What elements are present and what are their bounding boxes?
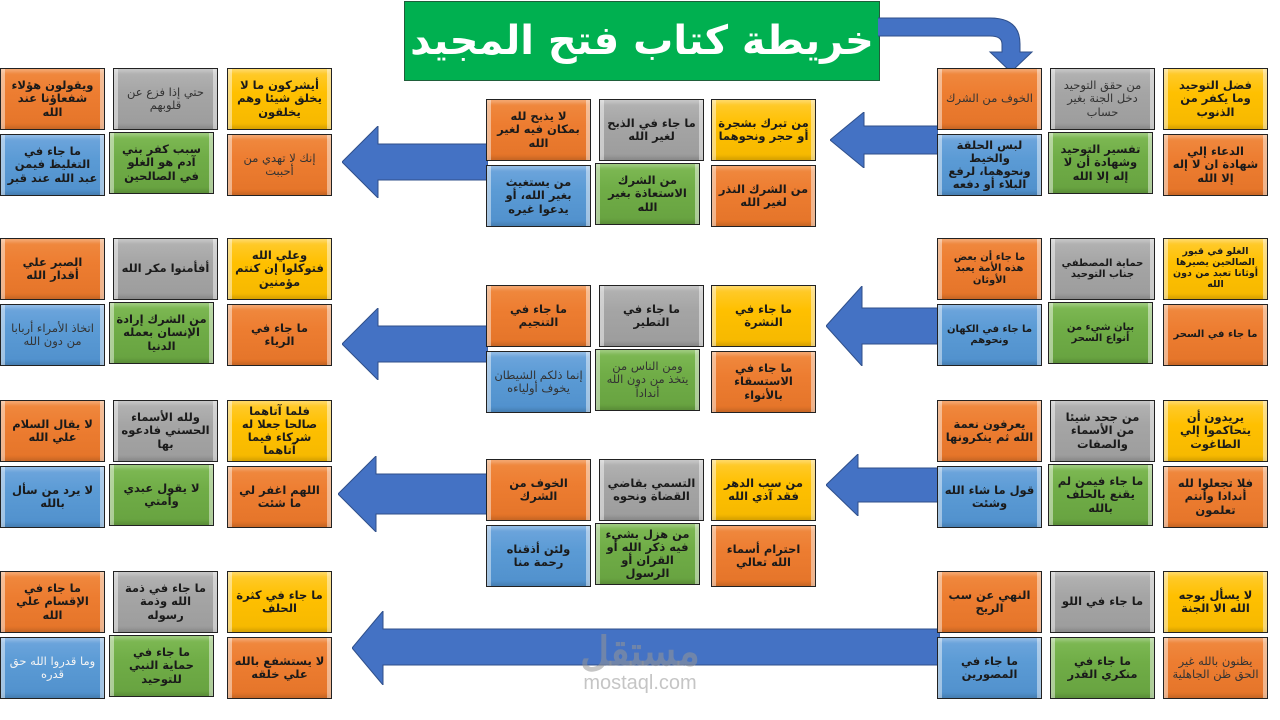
topic-box: إنك لا تهدي من أحببت bbox=[227, 134, 332, 196]
topic-box: من جحد شيئا من الأسماء والصفات bbox=[1050, 400, 1155, 462]
topic-box: لا يقال السلام علي الله bbox=[0, 400, 105, 462]
topic-box: فلا تجعلوا لله أندادا وأنتم تعلمون bbox=[1163, 466, 1268, 528]
topic-box: إنما ذلكم الشيطان يخوف أولياءه bbox=[486, 351, 591, 413]
topic-box: ما جاء في النشرة bbox=[711, 285, 816, 347]
topic-box: حتي إذا فزع عن قلوبهم bbox=[113, 68, 218, 130]
topic-box: لا يقول عبدي وأمتي bbox=[109, 464, 214, 526]
topic-box: ولله الأسماء الحسني فادعوه بها bbox=[113, 400, 218, 462]
topic-box: ما جاء في الاستسقاء بالأنواء bbox=[711, 351, 816, 413]
topic-box: قول ما شاء الله وشئت bbox=[937, 466, 1042, 528]
topic-box: الدعاء إلي شهادة ان لا إله إلا الله bbox=[1163, 134, 1268, 196]
topic-box: فلما آتاهما صالحا جعلا له شركاء فيما آتا… bbox=[227, 400, 332, 462]
curved-arrow-down-icon bbox=[878, 17, 1034, 73]
topic-box: ولئن أذقناه رحمة منا bbox=[486, 525, 591, 587]
topic-box: ما جاء في السحر bbox=[1163, 304, 1268, 366]
topic-box: ما جاء في الإقسام علي الله bbox=[0, 571, 105, 633]
topic-box: ما جاء في منكري القدر bbox=[1050, 637, 1155, 699]
topic-box: الغلو في قبور الصالحين يصيرها أوثانا تعب… bbox=[1163, 238, 1268, 300]
topic-box: ما جاء في المصورين bbox=[937, 637, 1042, 699]
topic-box: من الشرك إرادة الإنسان بعمله الدنيا bbox=[109, 302, 214, 364]
topic-box: وعلي الله فتوكلوا إن كنتم مؤمنين bbox=[227, 238, 332, 300]
topic-box: ويقولون هؤلاء شفعاؤنا عند الله bbox=[0, 68, 105, 130]
watermark-latin: mostaql.com bbox=[583, 672, 697, 694]
topic-box: ما جاء في التغليظ فيمن عبد الله عند قبر bbox=[0, 134, 105, 196]
topic-box: سبب كفر بني آدم هو الغلو في الصالحين bbox=[109, 132, 214, 194]
topic-box: الصبر علي أقدار الله bbox=[0, 238, 105, 300]
topic-box: التسمي بقاضي القضاة ونحوه bbox=[599, 459, 704, 521]
topic-box: ما جاء في الرياء bbox=[227, 304, 332, 366]
watermark: مستقل mostaql.com bbox=[555, 632, 725, 694]
topic-box: يظنون بالله غير الحق ظن الجاهلية bbox=[1163, 637, 1268, 699]
topic-box: يريدون أن يتحاكموا إلي الطاغوت bbox=[1163, 400, 1268, 462]
topic-box: ما جاء في كثرة الحلف bbox=[227, 571, 332, 633]
arrow-left-icon bbox=[826, 286, 938, 366]
topic-box: أفأمنوا مكر الله bbox=[113, 238, 218, 300]
arrow-left-icon bbox=[826, 454, 938, 516]
topic-box: ما جاء في التطير bbox=[599, 285, 704, 347]
topic-box: من سب الدهر فقد آذي الله bbox=[711, 459, 816, 521]
topic-box: من يستغيث بغير الله، أو يدعوا غيره bbox=[486, 165, 591, 227]
topic-box: من تبرك بشجرة أو حجر ونحوهما bbox=[711, 99, 816, 161]
topic-box: ما جاء في الكهان ونحوهم bbox=[937, 304, 1042, 366]
arrow-left-icon bbox=[830, 112, 938, 168]
topic-box: ما جاء في حماية النبي للتوحيد bbox=[109, 635, 214, 697]
arrow-left-icon bbox=[342, 308, 488, 380]
topic-box: لا يرد من سأل بالله bbox=[0, 466, 105, 528]
topic-box: من الشرك النذر لغير الله bbox=[711, 165, 816, 227]
watermark-arabic: مستقل bbox=[580, 630, 700, 674]
arrow-left-icon bbox=[338, 456, 488, 532]
topic-box: تفسير التوحيد وشهادة أن لا إله إلا الله bbox=[1048, 132, 1153, 194]
topic-box: يعرفون نعمة الله ثم ينكرونها bbox=[937, 400, 1042, 462]
long-arrow-left-icon bbox=[352, 611, 940, 685]
topic-box: ما جاء في اللو bbox=[1050, 571, 1155, 633]
topic-box: من الشرك الاستعاذة بغير الله bbox=[595, 163, 700, 225]
topic-box: الخوف من الشرك bbox=[486, 459, 591, 521]
topic-box: ومن الناس من يتخذ من دون الله أنداداً bbox=[595, 349, 700, 411]
topic-box: أيشركون ما لا يخلق شيئا وهم يخلقون bbox=[227, 68, 332, 130]
topic-box: الخوف من الشرك bbox=[937, 68, 1042, 130]
topic-box: حماية المصطفي جناب التوحيد bbox=[1050, 238, 1155, 300]
topic-box: لا يسأل بوجه الله الا الجنة bbox=[1163, 571, 1268, 633]
topic-box: ما جاء فيمن لم يقنع بالحلف بالله bbox=[1048, 464, 1153, 526]
topic-box: ما جاء في ذمة الله وذمة رسوله bbox=[113, 571, 218, 633]
topic-box: من حقق التوحيد دخل الجنة بغير حساب bbox=[1050, 68, 1155, 130]
topic-box: فضل التوحيد وما يكفر من الذنوب bbox=[1163, 68, 1268, 130]
topic-box: احترام أسماء الله تعالي bbox=[711, 525, 816, 587]
topic-box: اتخاذ الأمراء أربابا من دون الله bbox=[0, 304, 105, 366]
topic-box: وما قدروا الله حق قدره bbox=[0, 637, 105, 699]
topic-box: اللهم اغفر لي ما شئت bbox=[227, 466, 332, 528]
topic-box: ما جاء في الذبح لغير الله bbox=[599, 99, 704, 161]
topic-box: لا يذبح لله بمكان فيه لغير الله bbox=[486, 99, 591, 161]
topic-box: بيان شيء من أنواع السحر bbox=[1048, 302, 1153, 364]
topic-box: ما جاء أن بعض هذه الأمة يعبد الأوثان bbox=[937, 238, 1042, 300]
topic-box: من هزل بشيء فيه ذكر الله أو القران أو ال… bbox=[595, 523, 700, 585]
topic-box: لبس الحلقة والخيط ونحوهما، لرفع البلاء أ… bbox=[937, 134, 1042, 196]
topic-box: النهي عن سب الريح bbox=[937, 571, 1042, 633]
map-title: خريطة كتاب فتح المجيد bbox=[404, 1, 880, 81]
arrow-left-icon bbox=[342, 126, 488, 198]
topic-box: ما جاء في التنجيم bbox=[486, 285, 591, 347]
topic-box: لا يستشفع بالله علي خلقه bbox=[227, 637, 332, 699]
